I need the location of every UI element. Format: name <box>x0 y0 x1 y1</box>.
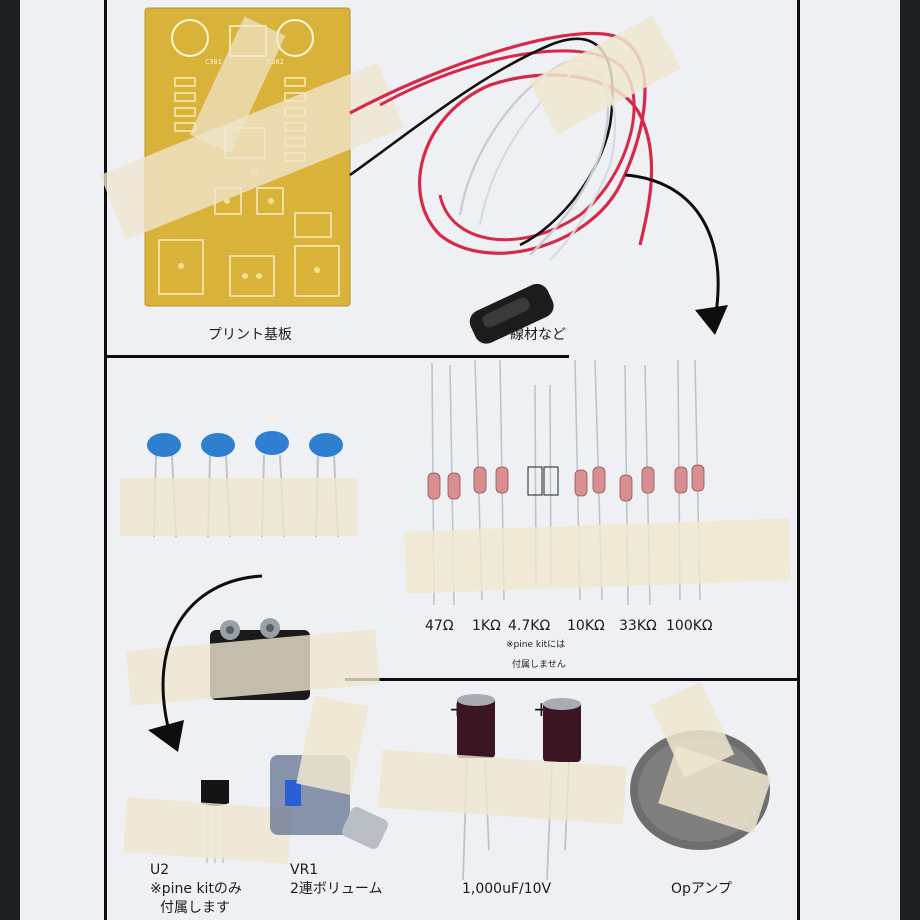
label-u2-note2: 付属します <box>160 900 230 916</box>
label-r10k: 10KΩ <box>567 618 605 634</box>
curved-arrow-icon <box>624 173 728 335</box>
label-r47: 47Ω <box>425 618 454 634</box>
label-pcb: プリント基板 <box>208 327 292 343</box>
label-capacitor: 1,000uF/10V <box>462 881 552 897</box>
label-r4k7: 4.7KΩ <box>508 618 551 634</box>
ceramic-capacitors <box>147 431 343 538</box>
divider-middle <box>345 678 800 681</box>
tape-strip <box>120 478 358 536</box>
pcb-label-c302: C302 <box>267 58 284 66</box>
label-note-line2: 付属しません <box>512 660 566 670</box>
divider-top <box>104 355 569 358</box>
battery-snap <box>469 283 554 344</box>
volume-potentiometer <box>270 695 388 849</box>
label-opamp: Opアンプ <box>671 881 732 897</box>
wire-bundle <box>349 15 681 261</box>
curved-arrow-icon <box>148 574 263 752</box>
frame-left-line <box>104 0 107 920</box>
label-wires: 線材など <box>510 327 566 343</box>
label-u2: U2 <box>150 862 170 878</box>
label-note-line1: ※pine kitには <box>506 640 566 650</box>
label-r1k: 1KΩ <box>472 618 501 634</box>
frame-right-line <box>797 0 800 920</box>
label-r33k: 33KΩ <box>619 618 657 634</box>
label-vr1-desc: 2連ボリューム <box>290 881 383 897</box>
pcb-label-c301: C301 <box>205 58 222 66</box>
label-u2-note1: ※pine kitのみ <box>150 881 242 897</box>
label-vr1: VR1 <box>290 862 319 878</box>
opamp-foam <box>630 681 772 850</box>
label-r100k: 100KΩ <box>666 618 713 634</box>
